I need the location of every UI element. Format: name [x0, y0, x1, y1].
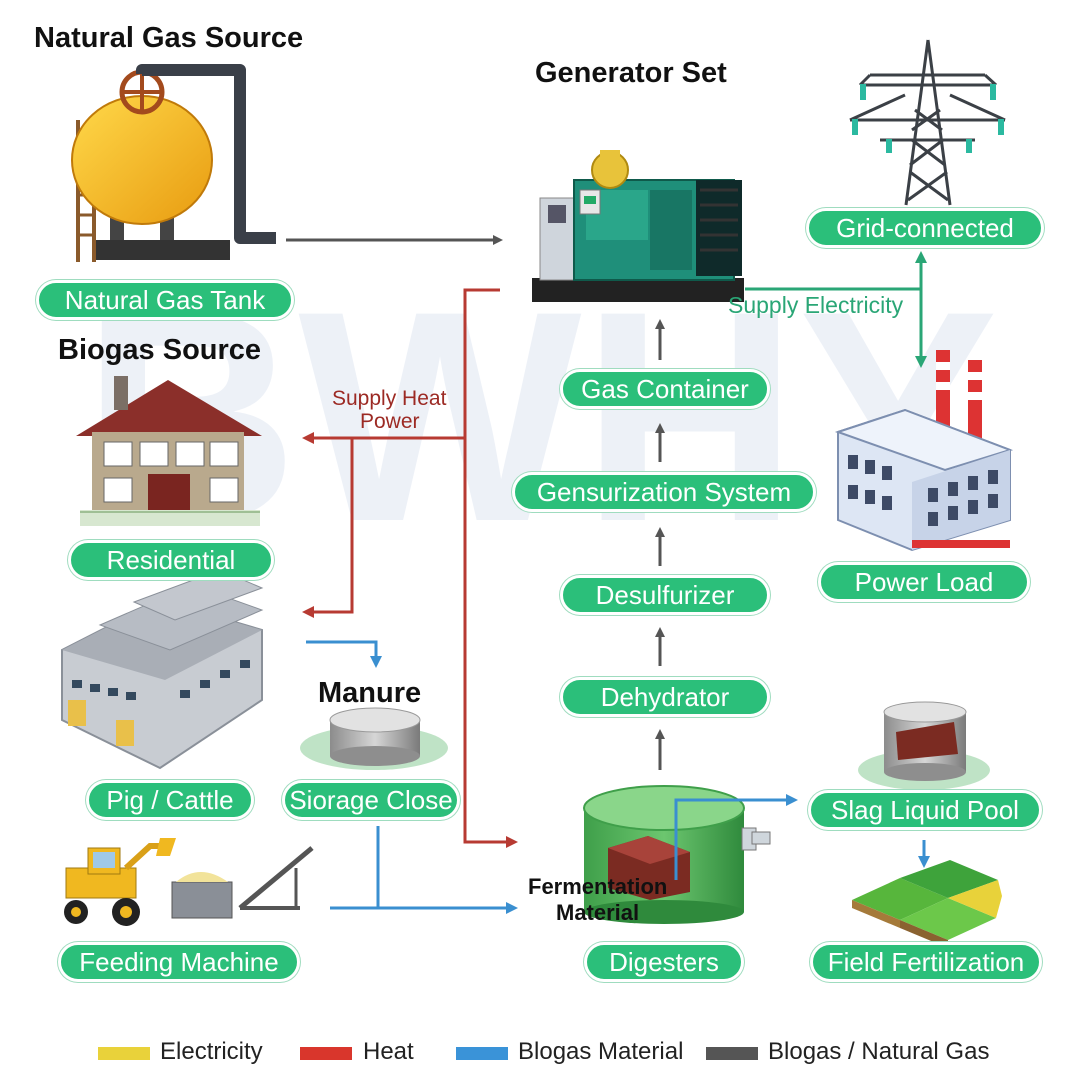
legend-label-heat: Heat: [363, 1038, 414, 1065]
dehydrator-label: Dehydrator: [560, 677, 770, 717]
pressurization-system-label: Gensurization System: [512, 472, 816, 512]
legend-label-biogas-material: Blogas Material: [518, 1038, 684, 1065]
material-arrow-to-slag-pool: [674, 794, 798, 880]
fermentation-label-line2: Material: [556, 900, 640, 925]
gas-container-label: Gas Container: [560, 369, 770, 409]
slag-pool-tank-icon: [858, 701, 990, 790]
desulfurizer-label: Desulfurizer: [560, 575, 770, 615]
feeding-machine-icon: [64, 838, 314, 926]
legend-swatch-electricity: [98, 1047, 150, 1060]
natural-gas-source-heading: Natural Gas Source: [34, 22, 304, 54]
generator-set-heading: Generator Set: [535, 57, 727, 89]
fermentation-label-line1: Fermentation: [528, 874, 668, 899]
pig-cattle-barn-icon: [61, 569, 264, 770]
residential-house-icon: [76, 376, 262, 526]
digesters-label: Digesters: [584, 942, 744, 982]
power-load-label: Power Load: [818, 562, 1030, 602]
material-arrow-to-storage: [306, 640, 382, 668]
biogas-source-heading: Biogas Source: [58, 334, 262, 366]
power-load-factory-icon: [834, 350, 1014, 552]
grid-connected-label: Grid-connected: [806, 208, 1044, 248]
storage-close-label: Siorage Close: [282, 780, 460, 820]
digester-tank-icon: [583, 785, 771, 924]
manure-heading: Manure: [318, 677, 422, 709]
supply-heat-label-line2: Power: [360, 410, 420, 433]
legend-swatch-heat: [300, 1047, 352, 1060]
tower-insulators: [852, 84, 1004, 153]
manure-storage-tank-icon: [300, 707, 448, 770]
electricity-connector: [745, 251, 927, 368]
legend-label-electricity: Electricity: [160, 1038, 263, 1065]
natural-gas-tank-label: Natural Gas Tank: [36, 280, 294, 320]
power-tower-icon: [849, 39, 1006, 206]
supply-heat-label-line1: Supply Heat: [332, 387, 447, 410]
legend-swatch-biogas-material: [456, 1047, 508, 1060]
feeding-machine-label: Feeding Machine: [58, 942, 300, 982]
supply-electricity-label: Supply Electricity: [728, 292, 904, 318]
natural-gas-tank-icon: [71, 64, 276, 262]
slag-liquid-pool-label: Slag Liquid Pool: [808, 790, 1042, 830]
legend-swatch-biogas-natural-gas: [706, 1047, 758, 1060]
legend-label-biogas-natural-gas: Blogas / Natural Gas: [768, 1038, 990, 1065]
pig-cattle-label: Pig / Cattle: [86, 780, 254, 820]
generator-set-icon: [532, 150, 744, 302]
field-fertilization-label: Field Fertilization: [810, 942, 1042, 982]
field-fertilization-icon: [852, 860, 1002, 948]
residential-label: Residential: [68, 540, 274, 580]
material-flow-lines: [330, 826, 506, 910]
heat-supply-lines: [314, 288, 506, 844]
